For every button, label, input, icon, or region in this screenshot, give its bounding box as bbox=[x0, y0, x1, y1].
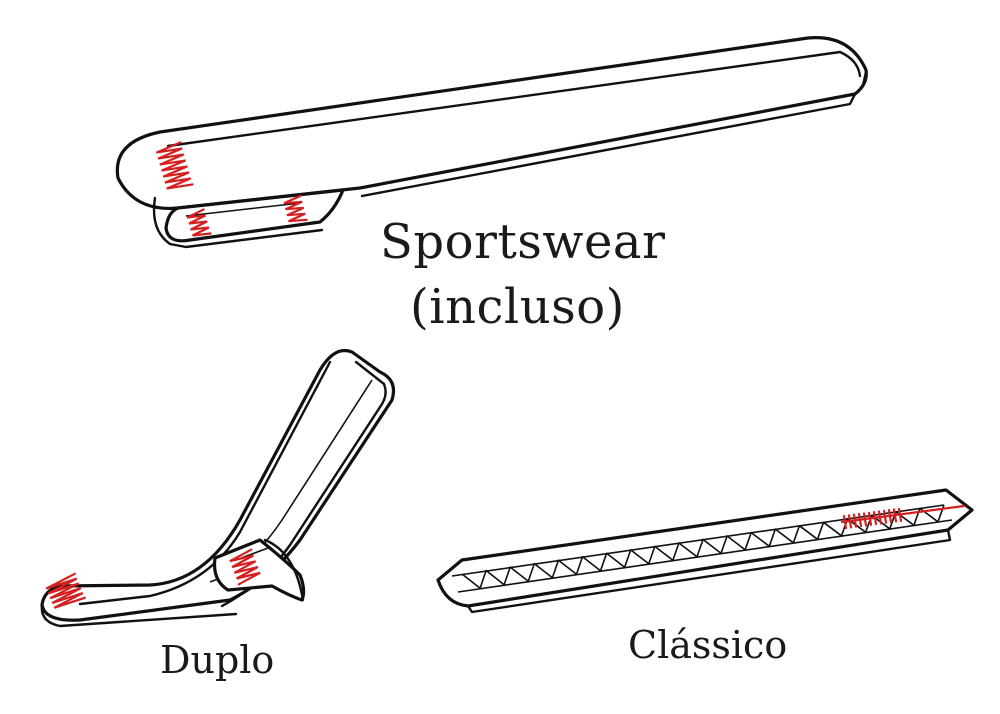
duplo-label: Duplo bbox=[160, 638, 275, 682]
sportswear-strap-bottom-edge bbox=[360, 92, 857, 198]
duplo-strap bbox=[40, 348, 396, 628]
classico-strap bbox=[436, 488, 974, 614]
duplo-strap-body bbox=[40, 348, 396, 622]
duplo-strap-inner-fold bbox=[220, 360, 387, 608]
sportswear-strap-body bbox=[115, 36, 868, 211]
classico-strap-body bbox=[436, 488, 974, 608]
duplo-strap-inner-edge bbox=[78, 360, 332, 606]
sportswear-stitch-loop-right bbox=[283, 194, 308, 223]
sportswear-included-label: (incluso) bbox=[410, 279, 625, 335]
sportswear-strap-loop-inner bbox=[185, 202, 301, 217]
sportswear-strap-inner-edge bbox=[166, 50, 862, 148]
classico-label: Clássico bbox=[628, 623, 788, 667]
sportswear-strap bbox=[115, 36, 868, 249]
classico-strap-thickness bbox=[466, 528, 952, 614]
duplo-keeper-edge bbox=[263, 538, 305, 602]
sportswear-stitch-loop-left bbox=[186, 208, 212, 237]
sportswear-strap-loop-outer bbox=[152, 196, 324, 249]
sportswear-strap-tip-edge bbox=[861, 69, 867, 89]
duplo-stitch-tip bbox=[45, 572, 86, 609]
classico-stitch-ticks bbox=[842, 507, 903, 530]
sportswear-label: Sportswear bbox=[380, 214, 666, 270]
classico-stitch-line bbox=[840, 504, 966, 524]
sportswear-stitch-top bbox=[155, 141, 194, 190]
classico-rail-bottom bbox=[457, 519, 953, 593]
classico-triangle-pattern bbox=[461, 504, 945, 590]
duplo-stitch-keeper bbox=[229, 548, 261, 586]
duplo-strap-tip bbox=[40, 603, 238, 628]
